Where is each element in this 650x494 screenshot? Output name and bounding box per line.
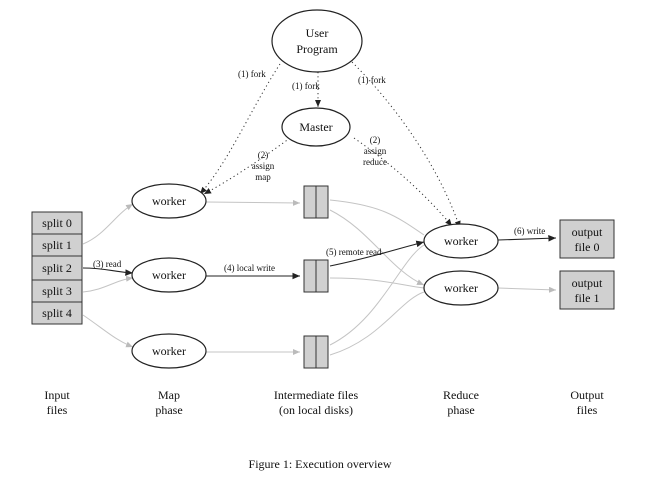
control-edges: [199, 61, 461, 229]
assign-map-label: (2) assign map: [252, 150, 275, 182]
local-write-edge-label: (4) local write: [224, 263, 275, 273]
split-label: split 3: [42, 284, 72, 298]
intermediate-file: [303, 259, 329, 293]
output-file-box: output file 0: [559, 219, 615, 259]
split-box: split 0: [31, 211, 83, 235]
map-worker-node: worker: [131, 333, 207, 369]
output-file-line1: output: [572, 276, 603, 290]
assign-reduce-line2: assign: [364, 146, 387, 156]
master-label: Master: [299, 120, 332, 134]
split-box: split 1: [31, 233, 83, 257]
map-worker-label: worker: [152, 268, 186, 282]
map-worker-node: worker: [131, 257, 207, 293]
stage-input-line2: files: [47, 403, 68, 417]
stage-map-line1: Map: [158, 388, 180, 402]
faint-edges: [82, 199, 557, 356]
reduce-worker-node: worker: [423, 223, 499, 259]
split-label: split 4: [42, 306, 72, 320]
split-label: split 0: [42, 216, 72, 230]
remote-read-edge-label: (5) remote read: [326, 247, 382, 257]
map-worker-label: worker: [152, 344, 186, 358]
input-splits: split 0 split 1 split 2 split 3 split 4: [31, 211, 83, 325]
user-program-label-line1: User: [306, 26, 329, 40]
stage-map-line2: phase: [155, 403, 182, 417]
stage-reduce-line1: Reduce: [443, 388, 479, 402]
assign-reduce-label: (2) assign reduce: [363, 135, 387, 167]
stage-intermediate-line2: (on local disks): [279, 403, 353, 417]
fork-label-center: (1) fork: [292, 81, 320, 91]
assign-map-line1: (2): [258, 150, 269, 160]
assign-map-line2: assign: [252, 161, 275, 171]
stage-output-line1: Output: [570, 388, 604, 402]
reduce-worker-node: worker: [423, 270, 499, 306]
fork-label-right: (1) fork: [358, 75, 386, 85]
stage-input-line1: Input: [44, 388, 70, 402]
map-worker-node: worker: [131, 183, 207, 219]
user-program-node: User Program: [271, 9, 363, 73]
write-edge-label: (6) write: [514, 226, 545, 236]
user-program-label-line2: Program: [296, 42, 338, 56]
dark-edges: [82, 234, 557, 280]
split-box: split 3: [31, 279, 83, 303]
figure-caption: Figure 1: Execution overview: [249, 457, 392, 471]
intermediate-file: [303, 335, 329, 369]
output-file-box: output file 1: [559, 270, 615, 310]
output-file-line2: file 1: [575, 291, 600, 305]
master-node: Master: [281, 107, 351, 147]
output-file-line2: file 0: [575, 240, 600, 254]
reduce-worker-label: worker: [444, 281, 478, 295]
split-box: split 2: [31, 255, 83, 281]
assign-reduce-line1: (2): [370, 135, 381, 145]
output-file-line1: output: [572, 225, 603, 239]
assign-reduce-line3: reduce: [363, 157, 387, 167]
stage-intermediate-line1: Intermediate files: [274, 388, 359, 402]
stage-output-line2: files: [577, 403, 598, 417]
split-box: split 4: [31, 301, 83, 325]
split-label: split 2: [42, 261, 72, 275]
read-edge-label: (3) read: [93, 259, 122, 269]
fork-label-left: (1) fork: [238, 69, 266, 79]
stage-reduce-line2: phase: [447, 403, 474, 417]
split-label: split 1: [42, 238, 72, 252]
intermediate-file: [303, 185, 329, 219]
assign-map-line3: map: [255, 172, 271, 182]
reduce-worker-label: worker: [444, 234, 478, 248]
stage-labels: Input files Map phase Intermediate files…: [44, 388, 604, 417]
map-worker-label: worker: [152, 194, 186, 208]
